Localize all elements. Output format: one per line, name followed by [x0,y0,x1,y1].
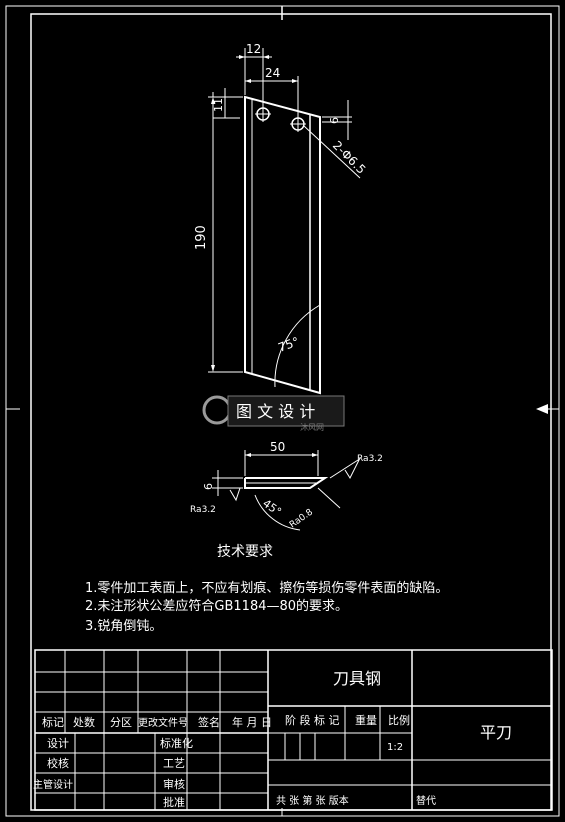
hdr-count: 处数 [73,716,95,729]
blade-front-view [244,95,321,395]
dim-thickness: 6 [202,483,215,490]
dim-hole-note: 2-Φ6.5 [330,138,369,177]
title-block-grid [34,649,553,811]
row-review: 审核 [163,777,185,791]
sheet-label: 共 张 第 张 版本 [276,794,349,807]
row-approve: 批准 [163,795,185,809]
blade-section-view [244,477,329,489]
dim-bottom-width: 50 [270,440,285,454]
dim-angle-top: 75° [276,334,301,354]
row-design: 设计 [47,737,69,750]
dim-height: 190 [194,225,209,250]
ra-left: Ra3.2 [190,505,216,515]
hdr-change-doc: 更改文件号 [138,716,188,729]
mounting-hole-2 [290,116,306,132]
part-name: 平刀 [480,723,512,742]
hdr-sign: 签名 [198,715,220,729]
row-chief: 主管设计 [33,778,73,791]
tech-req-title: 技术要求 [217,544,273,560]
watermark-brand: 沐风网 [300,422,324,432]
hdr-date: 年 月 日 [232,715,272,729]
dimension-arrows [211,55,298,372]
material-label: 刀具钢 [333,669,381,688]
weight-label: 重量 [355,713,377,727]
stage-label: 阶 段 标 记 [285,713,340,727]
row-process: 工艺 [163,757,185,770]
section-dimension-lines [212,450,361,531]
hdr-zone: 分区 [110,716,132,729]
watermark-text: 图 文 设 计 [236,402,315,421]
section-arrows [245,453,318,457]
row-standardize: 标准化 [160,736,193,750]
ra-bevel: Ra0.8 [288,507,315,530]
dim-top-width: 12 [246,42,261,56]
dim-right-small: 6 [328,117,341,124]
dim-bevel-angle: 45° [260,497,283,519]
dimension-lines [208,48,361,388]
tech-req-item-1: 1.零件加工表面上，不应有划痕、擦伤等损伤零件表面的缺陷。 [85,580,448,596]
watermark: 图 文 设 计 沐风网 [202,395,345,432]
dim-left-small: 11 [212,98,225,112]
row-check: 校核 [47,756,69,770]
mounting-hole-1 [255,106,271,122]
hdr-mark: 标记 [42,715,64,729]
tech-req-item-3: 3.锐角倒钝。 [85,619,162,634]
ra-right: Ra3.2 [357,454,383,464]
scale-label: 比例 [388,713,410,727]
replace-label: 替代 [416,794,436,807]
tech-req-item-2: 2.未注形状公差应符合GB1184—80的要求。 [85,598,348,614]
scale-value: 1:2 [387,742,403,753]
dim-slot-offset: 24 [265,66,280,80]
